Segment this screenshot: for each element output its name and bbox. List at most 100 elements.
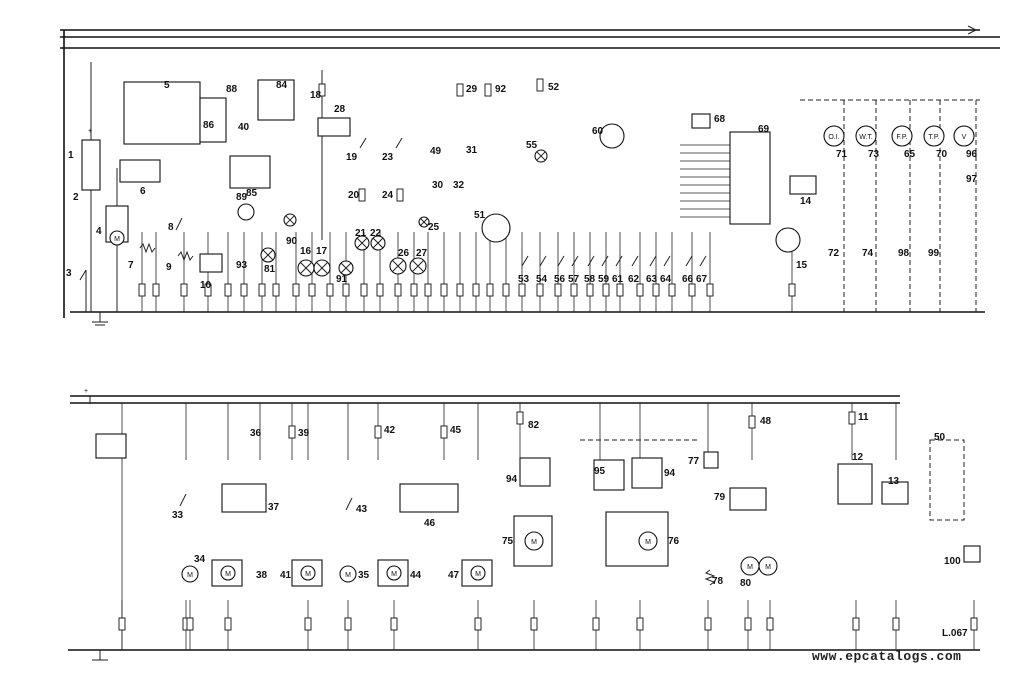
label-78: 78 [712,576,724,587]
switch-57 [571,255,579,267]
label-43: 43 [356,504,368,515]
drop-connector [180,283,188,297]
switch-67 [699,255,707,267]
switch-64 [663,255,671,267]
label-2: 2 [73,192,79,203]
label-30: 30 [432,180,444,191]
label-75: 75 [502,536,514,547]
label-39: 39 [298,428,310,439]
motor-circle [339,565,357,583]
lamp-16 [297,259,315,277]
drop-connector [536,283,544,297]
drop-connector [390,617,398,631]
motor-circle [524,531,544,551]
drop-connector [704,617,712,631]
drop-connector [636,283,644,297]
motor-symbol: M [305,571,311,578]
label-32: 32 [453,180,465,191]
drop-connector [118,617,126,631]
motor-76-icon: M [638,531,658,551]
drop-connector [344,617,352,631]
pump-60 [599,123,625,149]
lamp-cross [536,151,546,161]
label-57: 57 [568,274,580,285]
label-31: 31 [466,145,478,156]
drop-connector [308,283,316,297]
switch-66 [685,255,693,267]
label-24: 24 [382,190,394,201]
label-68: 68 [714,114,726,125]
drop-connector [360,283,368,297]
label-7: 7 [128,260,134,271]
lamp-cross [392,260,404,272]
gauge-label: T.P. [928,134,939,141]
label-89: 89 [236,192,248,203]
label-99: 99 [928,248,940,259]
label-34: 34 [194,554,206,565]
label-41: 41 [280,570,292,581]
label-98: 98 [898,248,910,259]
switch-3 [79,269,87,295]
label-66: 66 [682,274,694,285]
switch-33 [179,493,187,507]
label-60: 60 [592,126,604,137]
label-48: 48 [760,416,772,427]
label-4: 4 [96,226,102,237]
switch-43 [345,497,353,511]
motor-symbol: M [475,571,481,578]
drop-connector [456,283,464,297]
gauge-96 [953,125,975,147]
switch-53 [521,255,529,267]
motor-circle [300,565,316,581]
label-28: 28 [334,104,346,115]
motor-80b: M [758,556,778,576]
drop-connector [652,283,660,297]
label-17: 17 [316,246,328,257]
fuse-24 [396,188,404,202]
motor-symbol: M [747,564,753,571]
label-8: 8 [168,222,174,233]
label-49: 49 [430,146,442,157]
label-58: 58 [584,274,596,285]
label-33: 33 [172,510,184,521]
label-72: 72 [828,248,840,259]
lamp-55 [534,149,548,163]
lamp-21 [354,235,370,251]
label-70: 70 [936,149,948,160]
label-54: 54 [536,274,548,285]
label-16: 16 [300,246,312,257]
module-6 [119,159,161,183]
label-91: 91 [336,274,348,285]
label-64: 64 [660,274,672,285]
drop-connector [592,617,600,631]
motor-symbol: M [765,564,771,571]
label-47: 47 [448,570,460,581]
motor-symbol: M [114,236,120,243]
drop-connector [486,283,494,297]
drop-connector [224,617,232,631]
drop-connector [788,283,796,297]
label-45: 45 [450,425,462,436]
resistor-9 [177,250,194,262]
drop-connector [204,283,212,297]
label-44: 44 [410,570,422,581]
battery [81,139,101,191]
label-96: 96 [966,149,978,160]
module-77 [703,451,719,469]
label-18: 18 [310,90,322,101]
fuse-29 [456,83,464,97]
label-85: 85 [246,188,258,199]
motor-35: M [339,565,357,583]
module-95 [593,459,625,491]
drop-connector [376,283,384,297]
label-46: 46 [424,518,436,529]
gauge-71 [823,125,845,147]
motor-circle [638,531,658,551]
drop-connector [472,283,480,297]
label-61: 61 [612,274,624,285]
label-15: 15 [796,260,808,271]
switch-61 [615,255,623,267]
drop-connector [138,283,146,297]
